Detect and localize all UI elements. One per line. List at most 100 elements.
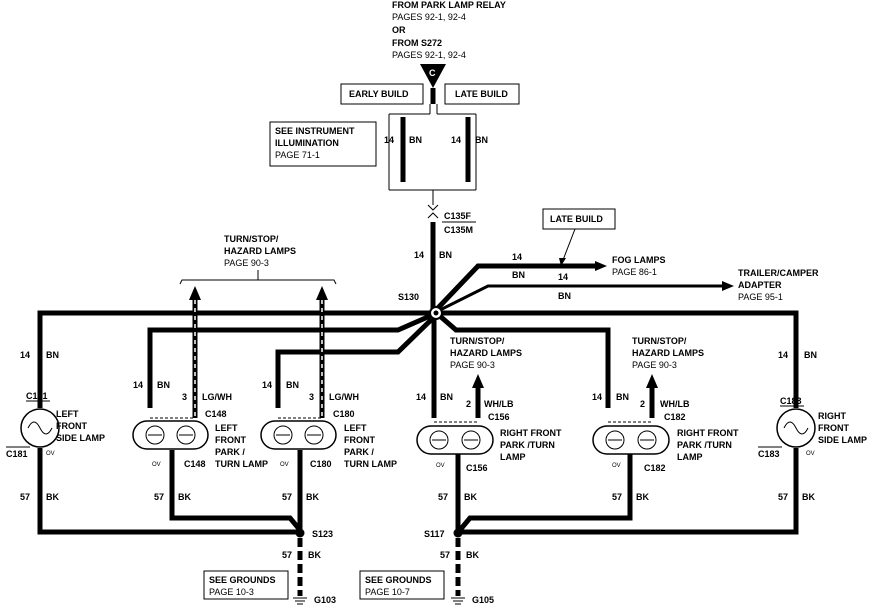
wire-to-c183 bbox=[442, 310, 799, 408]
svg-text:OV: OV bbox=[612, 463, 621, 469]
early-build-box bbox=[340, 83, 424, 105]
svg-text:SEE GROUNDS: SEE GROUNDS bbox=[209, 575, 276, 585]
see-grounds-right-box bbox=[359, 570, 445, 600]
splice-s117 bbox=[453, 528, 463, 538]
connector-c156-bottom: C156 bbox=[466, 463, 488, 473]
svg-text:14: 14 bbox=[20, 350, 30, 360]
connector-c-letter: C bbox=[429, 68, 436, 78]
svg-text:14: 14 bbox=[512, 252, 522, 262]
lamp-filament-icon bbox=[783, 421, 809, 435]
svg-text:57: 57 bbox=[154, 492, 164, 502]
svg-text:PAGE 90-3: PAGE 90-3 bbox=[224, 258, 269, 268]
svg-text:14: 14 bbox=[414, 250, 424, 260]
svg-text:PARK /: PARK / bbox=[215, 447, 245, 457]
connector-c180-top: C180 bbox=[333, 409, 355, 419]
svg-text:BK: BK bbox=[308, 550, 321, 560]
svg-text:FRONT: FRONT bbox=[215, 435, 246, 445]
svg-text:RIGHT FRONT: RIGHT FRONT bbox=[500, 428, 562, 438]
svg-text:TURN/STOP/: TURN/STOP/ bbox=[450, 336, 505, 346]
svg-text:BN: BN bbox=[409, 135, 422, 145]
svg-text:ADAPTER: ADAPTER bbox=[738, 280, 782, 290]
svg-text:2: 2 bbox=[466, 399, 471, 409]
svg-text:PAGE 71-1: PAGE 71-1 bbox=[275, 150, 320, 160]
svg-text:14: 14 bbox=[451, 135, 461, 145]
wire-to-c182 bbox=[439, 315, 611, 408]
svg-text:BK: BK bbox=[466, 550, 479, 560]
svg-text:LATE BUILD: LATE BUILD bbox=[550, 214, 603, 224]
svg-text:HAZARD LAMPS: HAZARD LAMPS bbox=[450, 348, 522, 358]
svg-text:LAMP: LAMP bbox=[500, 452, 526, 462]
fog-lamps-wire bbox=[434, 263, 595, 312]
svg-text:LG/WH: LG/WH bbox=[202, 392, 232, 402]
svg-text:FRONT: FRONT bbox=[344, 435, 375, 445]
svg-text:OV: OV bbox=[46, 451, 55, 457]
svg-text:PAGE 90-3: PAGE 90-3 bbox=[450, 360, 495, 370]
svg-text:57: 57 bbox=[20, 492, 30, 502]
source-line-4: FROM S272 bbox=[392, 38, 442, 48]
trailer-label: TRAILER/CAMPER bbox=[738, 268, 819, 278]
svg-text:BN: BN bbox=[157, 380, 170, 390]
svg-text:PARK /TURN: PARK /TURN bbox=[500, 440, 555, 450]
late-build-box bbox=[444, 83, 520, 105]
svg-text:ILLUMINATION: ILLUMINATION bbox=[275, 138, 339, 148]
svg-text:OV: OV bbox=[280, 462, 289, 468]
svg-text:BN: BN bbox=[440, 392, 453, 402]
ground-g105-label: G105 bbox=[472, 595, 494, 605]
svg-text:TURN/STOP/: TURN/STOP/ bbox=[632, 336, 687, 346]
svg-text:14: 14 bbox=[133, 380, 143, 390]
late-build-callout-box bbox=[542, 208, 616, 230]
svg-text:LEFT: LEFT bbox=[344, 423, 367, 433]
svg-text:14: 14 bbox=[778, 350, 788, 360]
svg-text:OV: OV bbox=[436, 463, 445, 469]
svg-text:WH/LB: WH/LB bbox=[660, 399, 690, 409]
ground-icon bbox=[451, 597, 465, 605]
ground-wire-c183 bbox=[460, 448, 799, 535]
svg-text:PAGE 10-3: PAGE 10-3 bbox=[209, 587, 254, 597]
ground-wire-c181 bbox=[37, 448, 298, 535]
connector-c135-symbol bbox=[427, 204, 439, 211]
svg-text:OV: OV bbox=[806, 451, 815, 457]
svg-text:57: 57 bbox=[612, 492, 622, 502]
connector-c183-top: C183 bbox=[780, 396, 802, 406]
svg-text:LG/WH: LG/WH bbox=[329, 392, 359, 402]
tsh-left-line1: TURN/STOP/ bbox=[224, 234, 279, 244]
svg-text:PAGE 86-1: PAGE 86-1 bbox=[612, 267, 657, 277]
svg-text:BK: BK bbox=[464, 492, 477, 502]
ground-g103-label: G103 bbox=[314, 595, 336, 605]
svg-text:PAGE 95-1: PAGE 95-1 bbox=[738, 292, 783, 302]
svg-text:57: 57 bbox=[282, 492, 292, 502]
svg-text:SIDE LAMP: SIDE LAMP bbox=[56, 433, 105, 443]
svg-text:BK: BK bbox=[802, 492, 815, 502]
svg-text:BK: BK bbox=[178, 492, 191, 502]
splice-s130-label: S130 bbox=[398, 292, 419, 302]
left-front-park-turn-lamp-c148 bbox=[132, 420, 209, 450]
svg-text:BK: BK bbox=[46, 492, 59, 502]
svg-text:3: 3 bbox=[182, 392, 187, 402]
fog-lamps-arrow bbox=[595, 261, 607, 271]
svg-text:RIGHT: RIGHT bbox=[818, 411, 847, 421]
source-line-1: FROM PARK LAMP RELAY bbox=[392, 0, 506, 10]
svg-text:LAMP: LAMP bbox=[677, 452, 703, 462]
svg-text:14: 14 bbox=[262, 380, 272, 390]
connector-c181-bottom: C181 bbox=[6, 449, 28, 459]
svg-text:SEE INSTRUMENT: SEE INSTRUMENT bbox=[275, 126, 355, 136]
svg-text:14: 14 bbox=[384, 135, 394, 145]
svg-text:14: 14 bbox=[592, 392, 602, 402]
fog-lamps-label: FOG LAMPS bbox=[612, 255, 666, 265]
svg-text:PARK /: PARK / bbox=[344, 447, 374, 457]
svg-text:57: 57 bbox=[440, 550, 450, 560]
svg-text:2: 2 bbox=[640, 399, 645, 409]
svg-text:14: 14 bbox=[416, 392, 426, 402]
early-build-label: EARLY BUILD bbox=[349, 89, 409, 99]
connector-c156-top: C156 bbox=[488, 412, 510, 422]
svg-text:LEFT: LEFT bbox=[56, 409, 79, 419]
connector-c135m-label: C135M bbox=[444, 225, 473, 235]
ground-icon bbox=[293, 597, 307, 605]
connector-c182-bottom: C182 bbox=[644, 463, 666, 473]
svg-text:BN: BN bbox=[616, 392, 629, 402]
see-grounds-left-box bbox=[203, 570, 289, 600]
right-front-park-turn-lamp-c182 bbox=[592, 425, 670, 455]
connector-c148-top: C148 bbox=[205, 409, 227, 419]
svg-text:TURN LAMP: TURN LAMP bbox=[215, 459, 268, 469]
